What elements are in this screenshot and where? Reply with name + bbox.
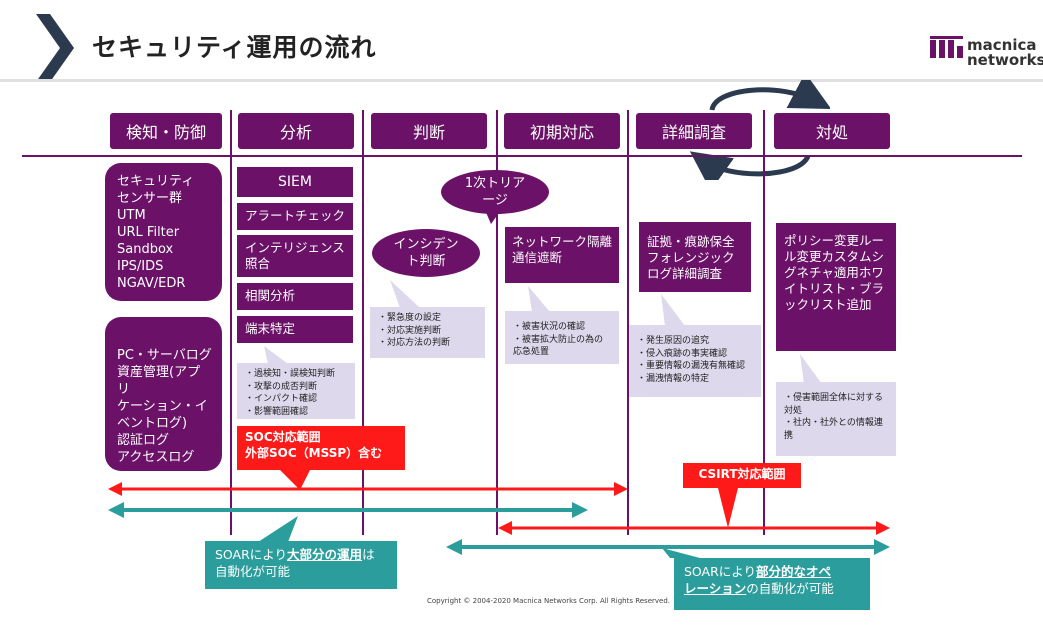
phase-divider-horizontal (22, 155, 1022, 157)
column-divider-4 (627, 110, 629, 535)
soar-partial-pointer (662, 548, 700, 558)
soar-major-pointer (258, 516, 298, 542)
correlation-box: 相関分析 (237, 283, 353, 310)
soar-partial-label: SOARにより部分的なオペ レーションの自動化が可能 (674, 558, 870, 610)
analysis-notes: ・過検知・誤検知判断 ・攻撃の成否判断 ・インパクト確認 ・影響範囲確認 (237, 363, 355, 419)
phase-response: 対処 (774, 113, 890, 149)
forensics-box: 証拠・痕跡保全フォレンジックログ詳細調査 (639, 222, 751, 292)
phase-decision: 判断 (371, 113, 487, 149)
phase-investigation: 詳細調査 (636, 113, 752, 149)
siem-box: SIEM (237, 167, 353, 197)
phase-detection: 検知・防御 (110, 113, 222, 149)
phase-initial-response: 初期対応 (504, 113, 620, 149)
callout-pointer (390, 280, 420, 308)
copyright: Copyright © 2004-2020 Macnica Networks C… (427, 597, 671, 605)
initial-response-notes: ・被害状況の確認 ・被害拡大防止の為の応急処置 (505, 311, 619, 364)
incident-decision-oval: インシデント判断 (372, 229, 480, 277)
logo-text: macnica networks (967, 36, 1043, 69)
callout-pointer (264, 346, 288, 364)
alert-check-box: アラートチェック (237, 203, 353, 230)
investigation-notes: ・発生原因の追究 ・侵入痕跡の事実確認 ・重要情報の漏洩有無確認 ・漏洩情報の特… (629, 325, 761, 397)
csirt-label-pointer (718, 488, 738, 528)
soar-major-range-arrow (108, 502, 588, 518)
column-divider-2 (362, 110, 364, 535)
soar-partial-range-arrow (446, 539, 890, 555)
soc-range-arrow (108, 482, 628, 496)
chevron-logo-icon (36, 14, 74, 82)
triage-oval: 1次トリアージ (441, 170, 549, 214)
callout-pointer (528, 286, 550, 312)
response-notes: ・侵害範囲全体に対する対処 ・社内・社外との情報連携 (776, 382, 896, 456)
column-divider-3 (496, 110, 498, 535)
header-divider (0, 79, 1043, 82)
soc-range-label: SOC対応範囲 外部SOC（MSSP）含む (237, 426, 405, 470)
policy-change-box: ポリシー変更ルール変更カスタムシグネチャ適用ホワイトリスト・ブラックリスト追加 (776, 223, 896, 351)
callout-pointer (800, 354, 822, 384)
sensor-group-box: セキュリティ センサー群 UTM URL Filter Sandbox IPS/… (105, 163, 222, 301)
page-title: セキュリティ運用の流れ (92, 33, 377, 62)
macnica-logo-icon (930, 36, 963, 58)
log-sources-box: PC・サーバログ 資産管理(アプリ ケーション・イ ベントログ) 認証ログ アク… (105, 317, 222, 471)
csirt-range-arrow (498, 521, 890, 535)
intelligence-match-box: インテリジェンス照合 (237, 235, 353, 277)
phase-analysis: 分析 (238, 113, 354, 149)
soar-major-label: SOARにより大部分の運用は 自動化が可能 (205, 541, 397, 589)
cycle-arrows-icon (690, 80, 830, 180)
decision-notes: ・緊急度の設定 ・対応実施判断 ・対応方法の判断 (370, 307, 485, 358)
endpoint-id-box: 端末特定 (237, 316, 353, 343)
callout-pointer (661, 294, 685, 326)
soc-label-pointer (280, 470, 310, 490)
column-divider-5 (763, 110, 765, 535)
column-divider-1 (230, 110, 232, 535)
csirt-range-label: CSIRT対応範囲 (683, 463, 801, 488)
callout-pointer (485, 210, 501, 224)
network-isolation-box: ネットワーク隔離通信遮断 (505, 227, 619, 283)
